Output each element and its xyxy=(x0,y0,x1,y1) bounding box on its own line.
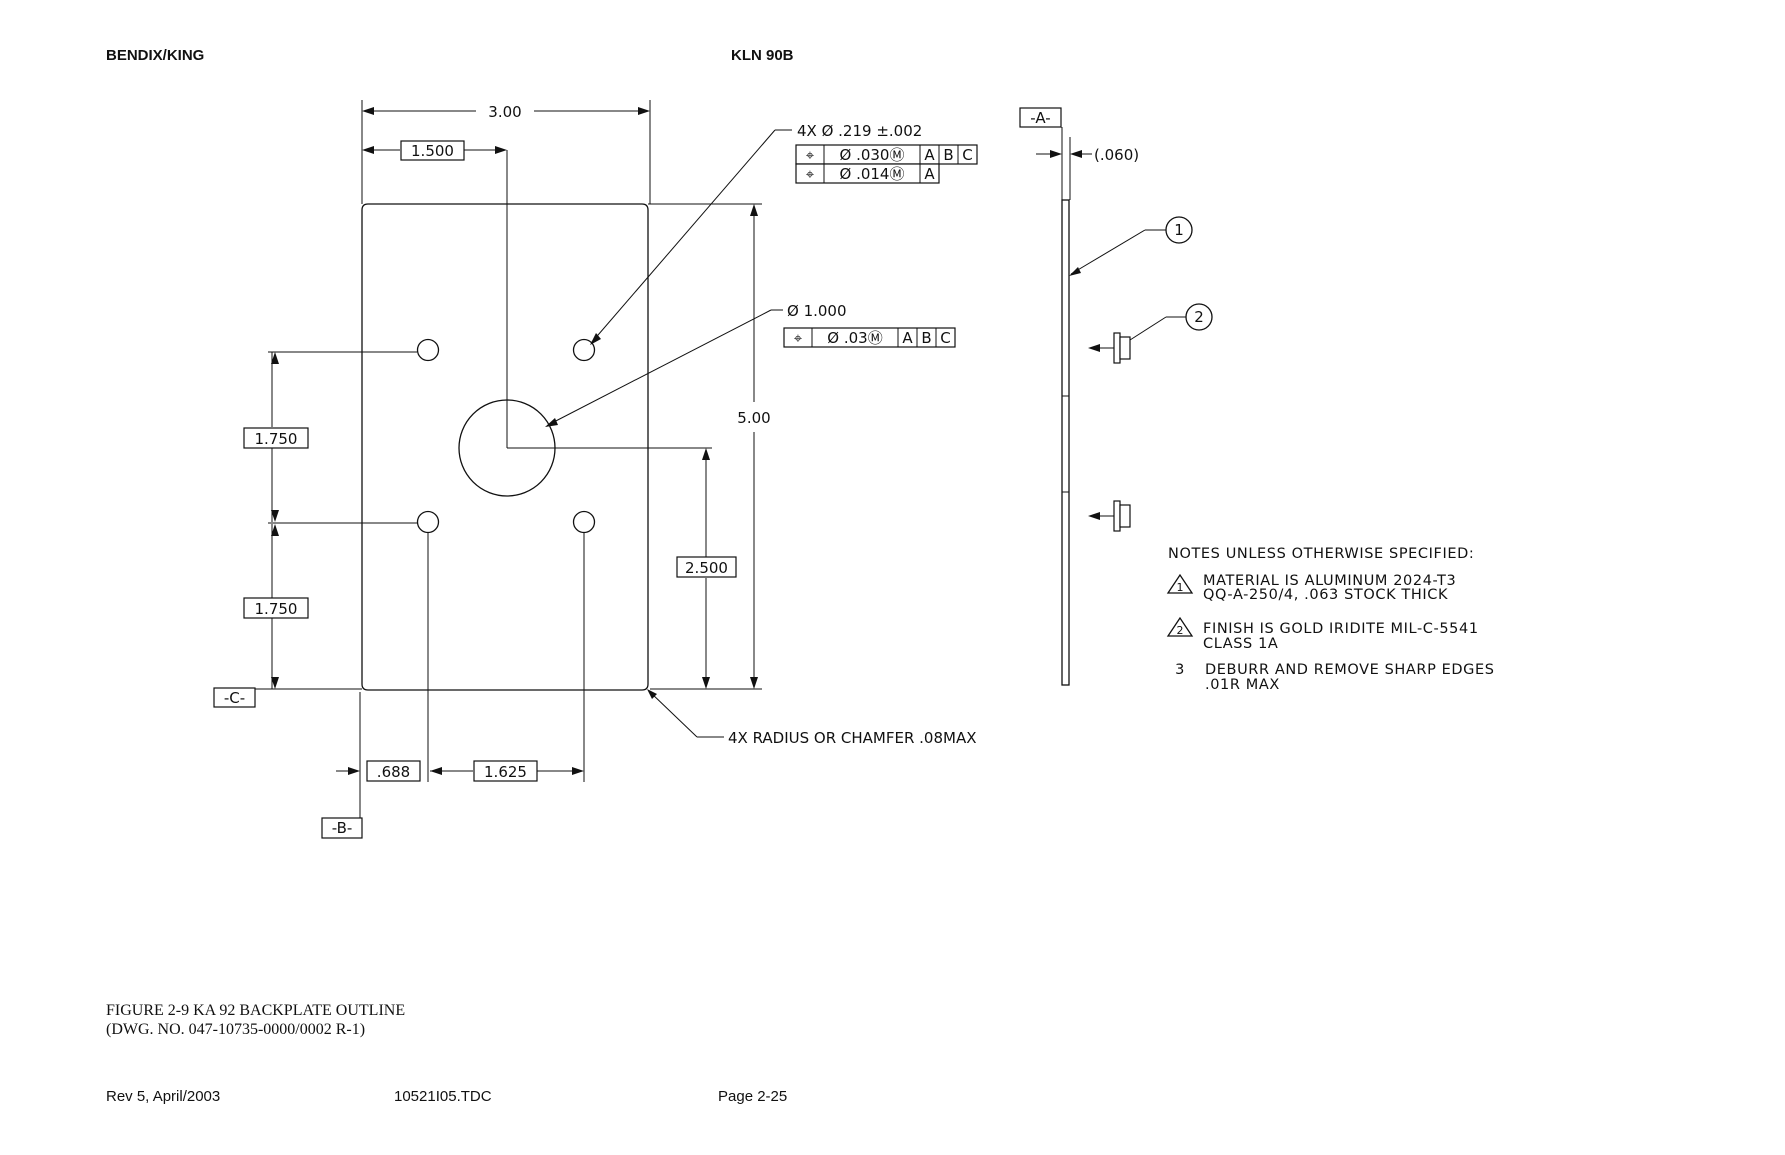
dim-height: 5.00 xyxy=(737,409,770,427)
svg-text:A: A xyxy=(902,329,913,347)
mounting-hole-bottom-right xyxy=(572,510,596,534)
datum-b: -B- xyxy=(332,819,353,837)
drawing-number: (DWG. NO. 047-10735-0000/0002 R-1) xyxy=(106,1021,366,1038)
datum-c: -C- xyxy=(224,689,245,707)
header-model: KLN 90B xyxy=(731,47,794,64)
feature-control-frame-3: ⌖ Ø .03Ⓜ A B C xyxy=(783,327,956,348)
dim-2500: 2.500 xyxy=(685,559,728,577)
center-hole-callout: Ø 1.000 xyxy=(787,302,847,320)
svg-text:Ø .030Ⓜ: Ø .030Ⓜ xyxy=(840,146,905,164)
mounting-hole-bottom-left xyxy=(416,510,440,534)
feature-control-frame-1: ⌖ Ø .030Ⓜ A B C xyxy=(795,144,978,165)
note-1-line2: QQ-A-250/4, .063 STOCK THICK xyxy=(1203,587,1448,603)
dim-1750-lower: 1.750 xyxy=(255,600,298,618)
svg-text:C: C xyxy=(940,329,950,347)
dim-1625: 1.625 xyxy=(484,763,527,781)
svg-text:1: 1 xyxy=(1177,581,1184,594)
thickness-dim: (.060) xyxy=(1094,146,1139,164)
svg-text:C: C xyxy=(962,146,972,164)
note-3-line1: DEBURR AND REMOVE SHARP EDGES xyxy=(1205,662,1495,678)
note-3-marker: 3 xyxy=(1175,662,1185,678)
feature-control-frame-2: ⌖ Ø .014Ⓜ A xyxy=(795,163,940,184)
mounting-hole-top-left xyxy=(416,338,440,362)
datum-a-box xyxy=(1019,107,1062,128)
note-3-line2: .01R MAX xyxy=(1205,677,1280,693)
note-2-line1: FINISH IS GOLD IRIDITE MIL-C-5541 xyxy=(1203,621,1479,637)
svg-text:⌖: ⌖ xyxy=(806,165,815,183)
dim-688: .688 xyxy=(377,763,410,781)
svg-text:⌖: ⌖ xyxy=(794,329,803,347)
svg-text:B: B xyxy=(921,329,931,347)
note-2-marker xyxy=(1166,616,1194,637)
dim-1750-lower-box xyxy=(243,597,309,619)
footer-revision: Rev 5, April/2003 xyxy=(106,1088,221,1105)
note-1-line1: MATERIAL IS ALUMINUM 2024-T3 xyxy=(1203,573,1456,589)
footer-document: 10521I05.TDC xyxy=(394,1088,492,1105)
hole-callout: 4X Ø .219 ±.002 xyxy=(797,122,922,140)
dim-width: 3.00 xyxy=(488,103,521,121)
svg-text:1: 1 xyxy=(1174,221,1184,239)
svg-text:A: A xyxy=(924,146,935,164)
fastener-upper xyxy=(1088,332,1131,364)
dim-2500-box xyxy=(676,556,737,578)
svg-text:B: B xyxy=(943,146,953,164)
svg-text:A: A xyxy=(924,165,935,183)
fastener-lower xyxy=(1088,500,1131,532)
note-1-marker xyxy=(1166,573,1194,594)
notes-title: NOTES UNLESS OTHERWISE SPECIFIED: xyxy=(1168,546,1474,562)
dim-1500-box xyxy=(400,140,465,161)
plate-side-view xyxy=(1061,199,1070,686)
dim-1500: 1.500 xyxy=(411,142,454,160)
dim-1750-upper-box xyxy=(243,427,309,449)
svg-text:Ø .014Ⓜ: Ø .014Ⓜ xyxy=(840,165,905,183)
dim-688-box xyxy=(366,760,421,782)
dim-1750-upper: 1.750 xyxy=(255,430,298,448)
dim-1625-box xyxy=(473,760,538,782)
datum-b-box xyxy=(321,817,363,839)
note-2-line2: CLASS 1A xyxy=(1203,636,1278,652)
svg-text:2: 2 xyxy=(1177,624,1184,637)
figure-title: FIGURE 2-9 KA 92 BACKPLATE OUTLINE xyxy=(106,1002,406,1019)
datum-a: -A- xyxy=(1030,109,1050,127)
radius-note: 4X RADIUS OR CHAMFER .08MAX xyxy=(728,729,977,747)
datum-c-box xyxy=(213,687,256,708)
svg-text:⌖: ⌖ xyxy=(806,146,815,164)
plate-outline xyxy=(361,203,649,691)
header-company: BENDIX/KING xyxy=(106,47,205,64)
svg-text:Ø .03Ⓜ: Ø .03Ⓜ xyxy=(827,329,882,347)
svg-text:2: 2 xyxy=(1194,308,1204,326)
mounting-hole-top-right xyxy=(572,338,596,362)
footer-page: Page 2-25 xyxy=(718,1088,788,1105)
figure-caption: FIGURE 2-9 KA 92 BACKPLATE OUTLINE (DWG.… xyxy=(106,1001,405,1039)
